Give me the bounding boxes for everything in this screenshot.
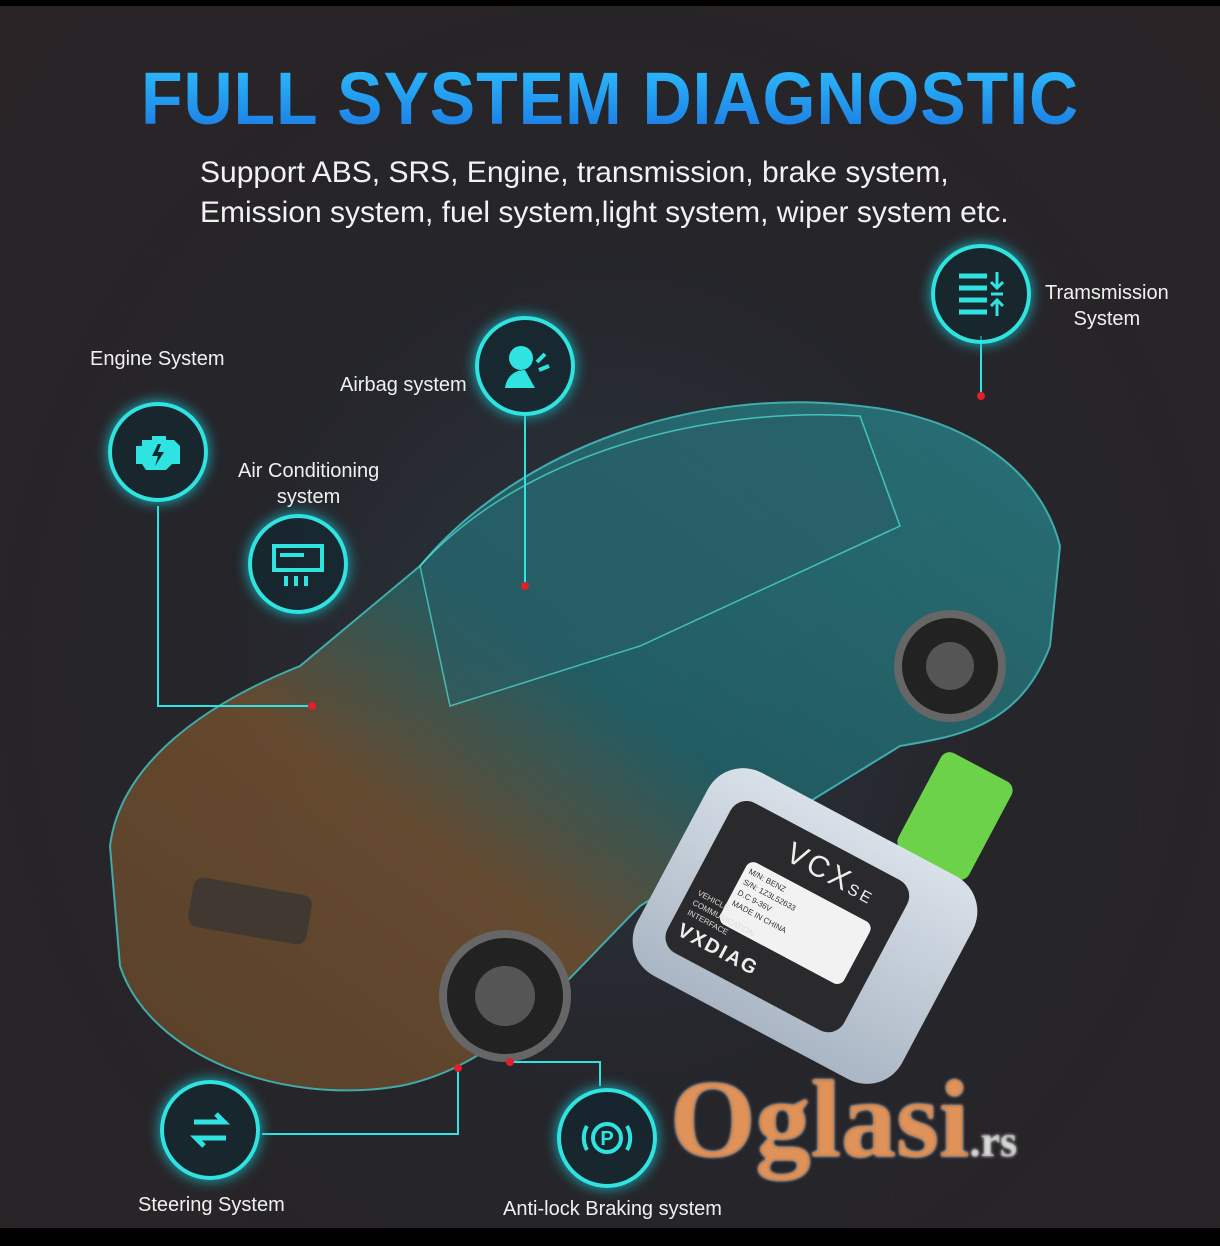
subtitle-line-2: Emission system, fuel system,light syste… <box>200 196 1009 229</box>
connector-lines <box>157 336 985 1135</box>
vcx-se-device: VCXSE M/N: BENZ S/N: 1Z3L52633 D.C 9-36V… <box>615 748 1055 1098</box>
subtitle-line-1: Support ABS, SRS, Engine, transmission, … <box>200 156 949 189</box>
airbag-system-icon <box>475 316 575 416</box>
product-banner: FULL SYSTEM DIAGNOSTIC Support ABS, SRS,… <box>0 6 1220 1228</box>
steering-system-icon <box>160 1080 260 1180</box>
air-conditioning-label-line-2: system <box>276 486 341 508</box>
air-conditioning-label: Air Conditioning system <box>238 458 379 510</box>
engine-system-label: Engine System <box>90 348 225 370</box>
svg-text:P: P <box>600 1128 613 1150</box>
car-illustration <box>108 401 1062 1092</box>
abs-label: Anti-lock Braking system <box>503 1198 722 1220</box>
engine-system-icon <box>108 402 208 502</box>
air-conditioning-label-line-1: Air Conditioning <box>238 460 380 482</box>
steering-system-label: Steering System <box>138 1194 285 1216</box>
transmission-system-icon <box>931 244 1031 344</box>
transmission-label-line-2: System <box>1073 308 1141 330</box>
airbag-system-label: Airbag system <box>340 374 467 396</box>
transmission-label-line-1: Tramsmission <box>1045 282 1169 304</box>
oglasi-watermark: Oglasi.rs <box>670 1058 1018 1180</box>
air-conditioning-icon <box>248 514 348 614</box>
abs-icon: P <box>557 1088 657 1188</box>
device-label-panel: VCXSE M/N: BENZ S/N: 1Z3L52633 D.C 9-36V… <box>659 794 916 1039</box>
page-title: FULL SYSTEM DIAGNOSTIC <box>49 56 1171 141</box>
